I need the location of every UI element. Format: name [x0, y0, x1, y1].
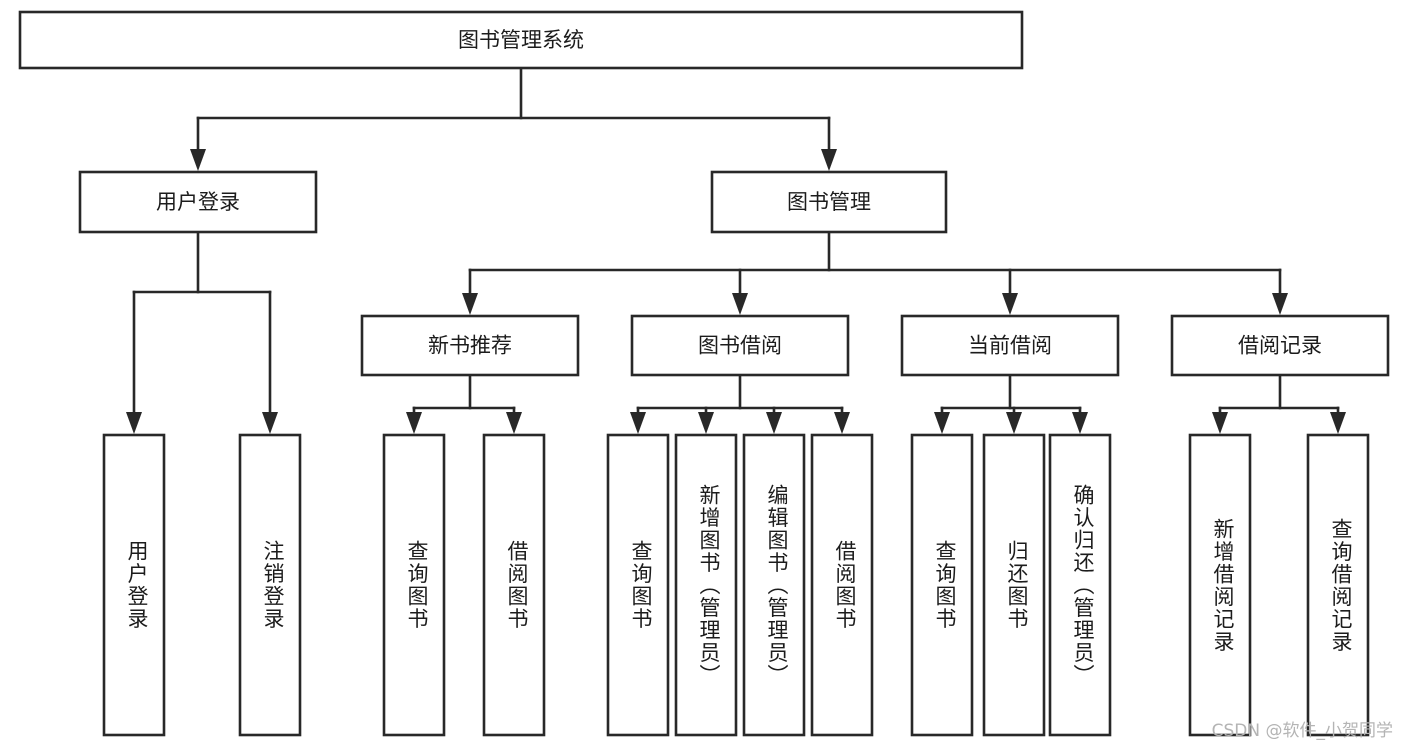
arrow-head-icon [834, 412, 850, 434]
level2-node-box[interactable] [78, 170, 318, 234]
leaf-node-box[interactable] [102, 433, 166, 737]
arrow-head-icon [1212, 412, 1228, 434]
arrow-head-icon [821, 149, 837, 171]
level3-node-box[interactable] [630, 314, 850, 377]
arrow-head-icon [1272, 293, 1288, 315]
leaf-node-box[interactable] [910, 433, 974, 737]
level2-node-label: 用户登录 [156, 190, 240, 214]
arrow-head-icon [630, 412, 646, 434]
level3-node-label: 新书推荐 [428, 334, 512, 358]
arrow-head-icon [1002, 293, 1018, 315]
arrow-head-icon [190, 149, 206, 171]
arrow-head-icon [1330, 412, 1346, 434]
root-node-box[interactable] [18, 10, 1024, 70]
level2-node-label: 图书管理 [787, 190, 871, 214]
level3-node-label: 借阅记录 [1238, 334, 1322, 358]
leaf-node-box[interactable] [482, 433, 546, 737]
box-layer [18, 10, 1390, 737]
leaf-node-box[interactable] [606, 433, 670, 737]
level3-node-label: 当前借阅 [968, 334, 1052, 358]
level3-node-box[interactable] [900, 314, 1120, 377]
arrow-head-icon [126, 412, 142, 434]
arrow-head-icon [462, 293, 478, 315]
leaf-node-box[interactable] [982, 433, 1046, 737]
leaf-node-box[interactable] [674, 433, 738, 737]
level3-node-box[interactable] [1170, 314, 1390, 377]
level3-node-box[interactable] [360, 314, 580, 377]
arrow-head-icon [1072, 412, 1088, 434]
arrow-head-icon [934, 412, 950, 434]
leaf-node-box[interactable] [1306, 433, 1370, 737]
leaf-node-box[interactable] [1188, 433, 1252, 737]
arrow-head-icon [506, 412, 522, 434]
level3-node-label: 图书借阅 [698, 334, 782, 358]
arrow-head-icon [698, 412, 714, 434]
leaf-node-box[interactable] [382, 433, 446, 737]
level2-node-box[interactable] [710, 170, 948, 234]
leaf-node-box[interactable] [810, 433, 874, 737]
arrow-head-icon [1006, 412, 1022, 434]
arrow-head-icon [732, 293, 748, 315]
arrow-head-icon [766, 412, 782, 434]
watermark-text: CSDN @软件_小贺同学 [1211, 721, 1393, 741]
connector-layer [126, 66, 1346, 434]
arrow-head-icon [262, 412, 278, 434]
leaf-node-box[interactable] [742, 433, 806, 737]
leaf-node-box[interactable] [1048, 433, 1112, 737]
arrow-head-icon [406, 412, 422, 434]
root-node-label: 图书管理系统 [458, 28, 584, 52]
leaf-node-box[interactable] [238, 433, 302, 737]
